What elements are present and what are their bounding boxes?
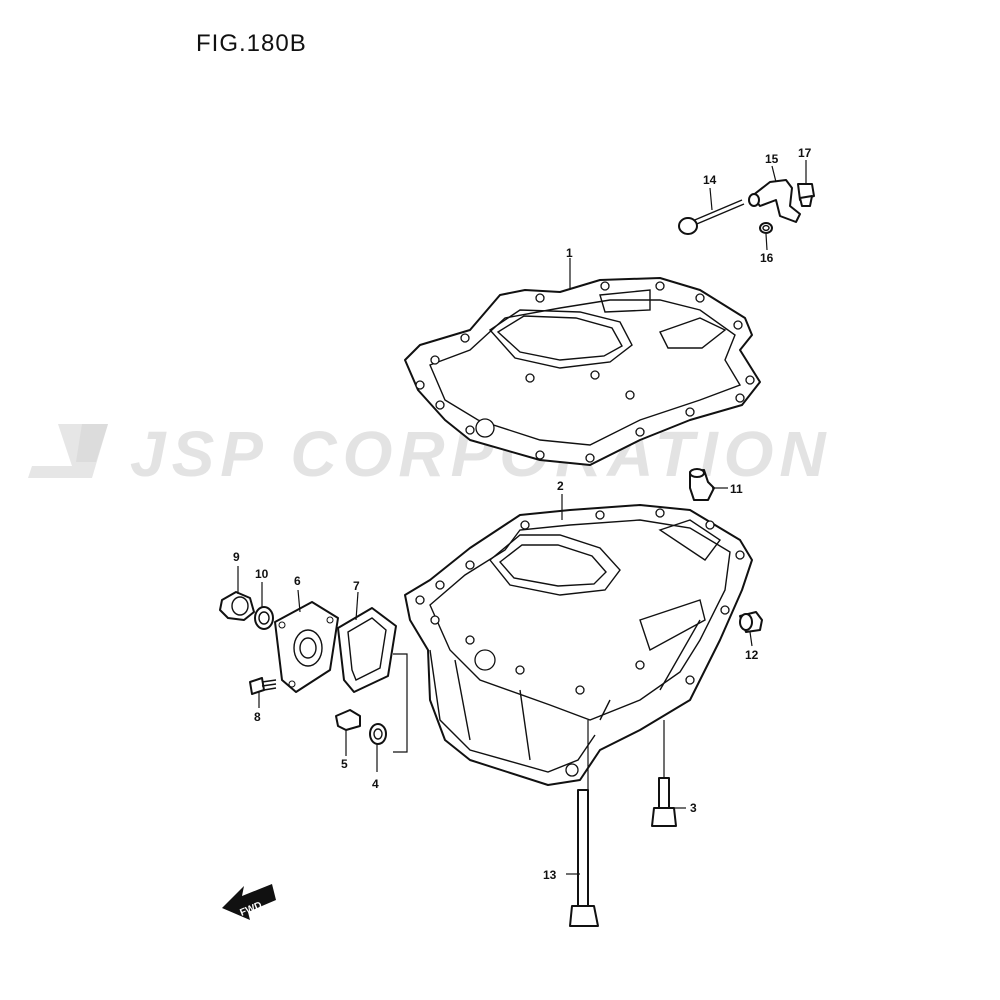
callout-9: 9 [233, 550, 240, 564]
callout-5: 5 [341, 757, 348, 771]
leader-lines [237, 160, 807, 875]
callout-10: 10 [255, 567, 269, 581]
guide-tube-part [748, 179, 801, 223]
drain-bolt-part [335, 709, 361, 731]
callout-13: 13 [543, 868, 557, 882]
callout-1: 1 [566, 246, 573, 260]
callout-7: 7 [353, 579, 360, 593]
callout-15: 15 [765, 152, 779, 166]
callout-2: 2 [557, 479, 564, 493]
callout-16: 16 [760, 251, 774, 265]
gasket-part [404, 277, 761, 466]
callout-4: 4 [372, 777, 379, 791]
callout-14: 14 [703, 173, 717, 187]
screw-part-8 [249, 677, 277, 695]
cap-part [219, 591, 255, 621]
callout-11: 11 [730, 482, 743, 496]
dipstick-part [678, 199, 745, 235]
callout-3: 3 [690, 801, 697, 815]
bolt-part-3 [651, 777, 677, 827]
cover-plate-part [274, 601, 339, 693]
fitting-part [689, 468, 715, 501]
callout-labels: 1 2 3 4 5 6 7 8 9 10 11 12 13 14 15 16 1… [233, 146, 812, 882]
callout-6: 6 [294, 574, 301, 588]
o-ring-part [759, 222, 773, 234]
callout-8: 8 [254, 710, 261, 724]
tube-bolt-part [797, 183, 815, 207]
drain-gasket-part [369, 723, 387, 745]
cover-gasket-part [337, 607, 397, 693]
plug-part [739, 611, 763, 633]
callout-17: 17 [798, 146, 812, 160]
oil-pan-part [404, 504, 753, 786]
figure-title: FIG.180B [196, 30, 307, 57]
callout-12: 12 [745, 648, 759, 662]
washer-part-10 [254, 606, 274, 630]
long-bolt-part [569, 789, 599, 927]
fwd-arrow-icon: FWD [222, 884, 276, 920]
